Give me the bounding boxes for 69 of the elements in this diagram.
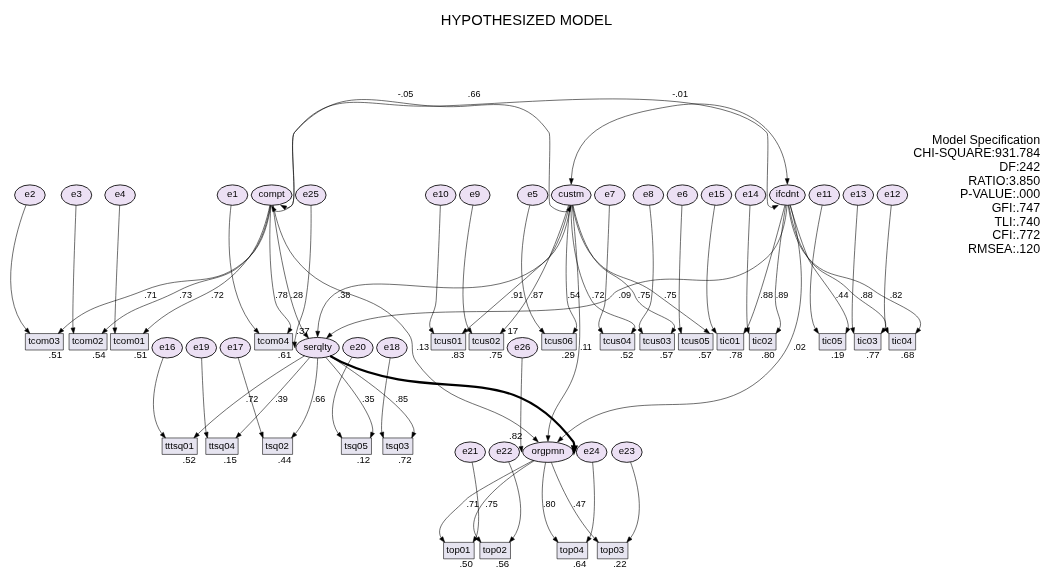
edge-label: .39 [275,393,288,404]
edge-label: .13 [416,341,430,352]
edge-label: .72 [211,289,224,300]
node-label: .68 [900,348,915,360]
edge-label: .38 [337,289,351,300]
label: Model Specification [932,132,1041,147]
label: GFI:.747 [991,200,1041,215]
node-label: .72 [398,453,412,465]
edge-label: .66 [312,393,326,404]
node-label: .19 [831,348,845,360]
edge-label: .35 [362,393,375,404]
label: P-VALUE:.000 [959,186,1041,201]
node-label: 17 [507,324,519,336]
edge-label: .75 [663,289,677,300]
edge-label: .75 [637,289,651,300]
edge-label: .88 [760,289,773,300]
label: CFI:.772 [992,227,1041,242]
node-label: .80 [761,348,775,360]
edge-label: .87 [530,289,544,300]
edge-label: -.05 [397,88,414,99]
edge-label: .91 [510,289,524,300]
node-label: .64 [572,557,587,569]
node-label: .77 [866,348,880,360]
label: DF:242 [999,159,1041,174]
node-label: .57 [659,348,674,360]
label: TLI:.740 [994,214,1041,229]
edge-label: .82 [889,289,903,300]
edge-label: .80 [543,498,556,508]
node-label: .12 [356,453,371,465]
edge-label: .09 [618,289,632,300]
node-label: .44 [277,453,292,465]
edge-label: .66 [467,88,481,99]
edge-label: .44 [835,289,849,300]
node-label: .54 [92,348,106,360]
node-label: .61 [277,348,292,360]
edge-label: .72 [591,289,605,300]
edge-label: .75 [485,498,498,508]
edge-label: .85 [395,393,409,404]
node-label: .57 [698,348,712,360]
node-label: .51 [133,348,148,360]
node-label: .50 [459,557,473,569]
node-label: .52 [620,348,634,360]
node-label: .29 [561,348,575,360]
edge-label: .11 [579,341,592,352]
node-label: .51 [48,348,63,360]
node-label: .78 [728,348,743,360]
label: RATIO:3.850 [968,173,1041,188]
label: RMSEA:.120 [968,241,1041,256]
node-label: .15 [223,453,237,465]
edge-label: .28 [290,289,304,300]
edge-label: .54 [567,289,581,300]
edge-label: .71 [144,289,157,300]
edge-label: .89 [775,289,789,300]
edge-label: .78 [275,289,288,300]
edge-label: .72 [245,393,259,404]
node-label: .83 [450,348,465,360]
node-label: .56 [495,557,510,569]
edge-label: .88 [860,289,873,300]
node-label: .52 [182,453,196,465]
diagram-title: HYPOTHESIZED MODEL [440,11,613,28]
edge-label: .47 [573,498,586,508]
edge-label: .02 [793,341,806,352]
edge-label: -.01 [672,88,688,99]
node-label: .37 [296,324,310,336]
node-label: .82 [509,429,523,441]
node-label: .22 [613,557,627,569]
node-label: .75 [488,348,503,360]
edge-label: .71 [466,498,480,508]
edge-label: .73 [179,289,192,300]
